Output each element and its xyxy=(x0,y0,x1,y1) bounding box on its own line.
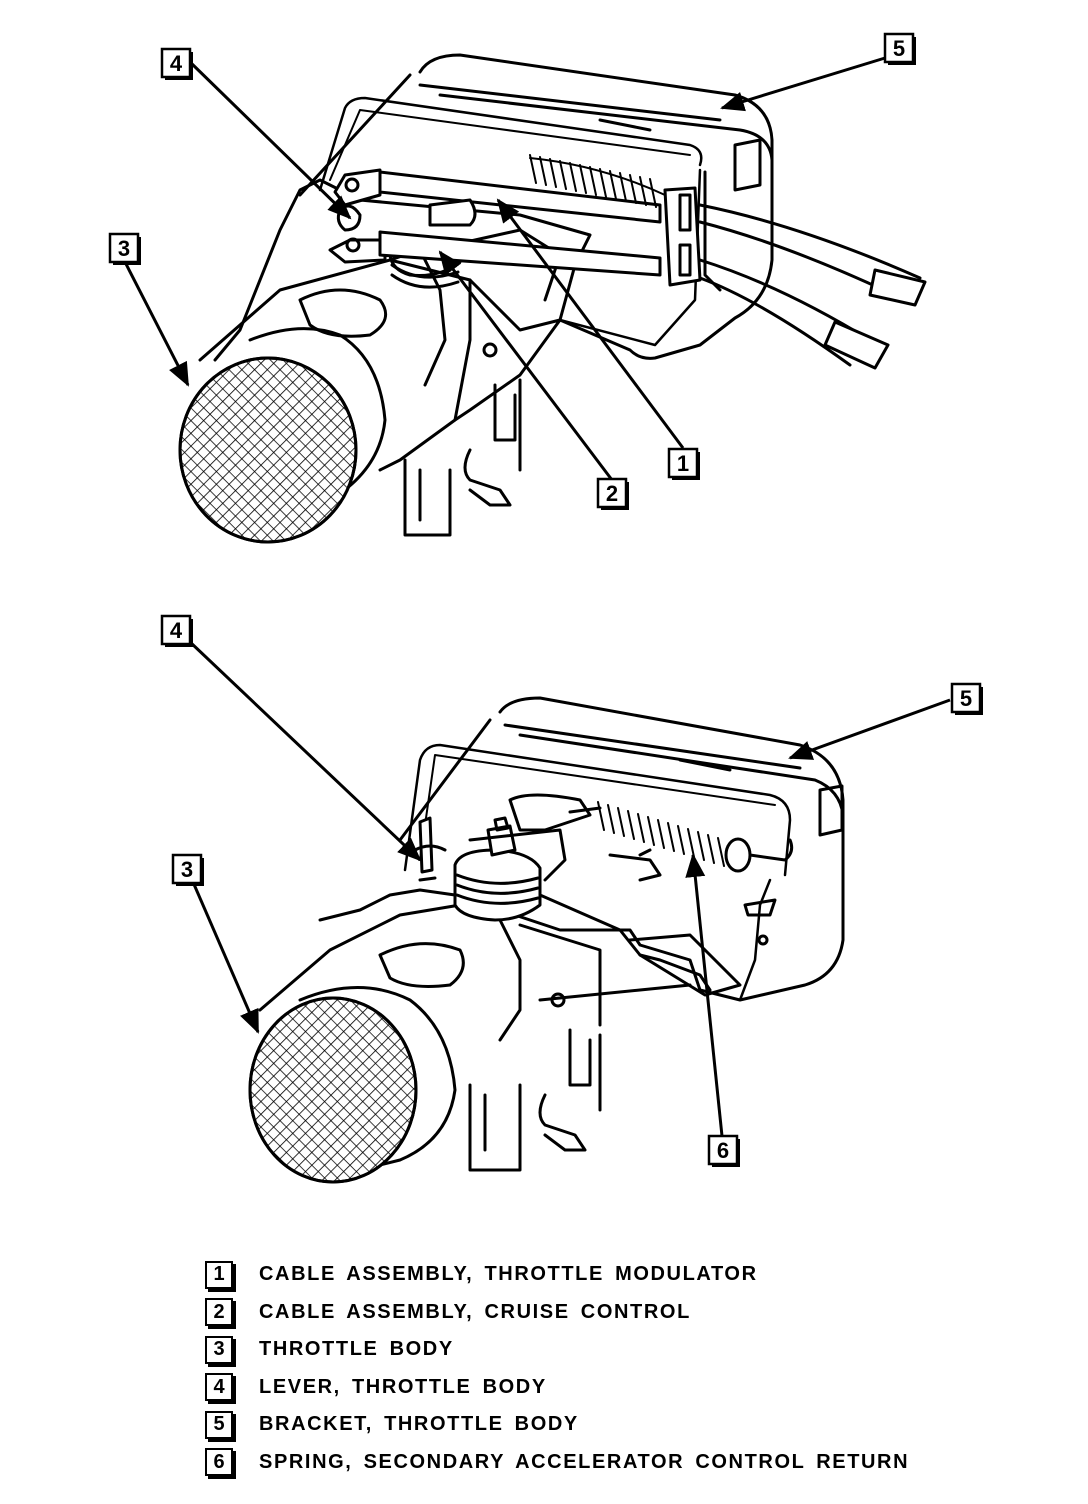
legend-label: CABLE ASSEMBLY, CRUISE CONTROL xyxy=(259,1300,691,1323)
bottom-leaders xyxy=(188,640,951,1137)
svg-text:4: 4 xyxy=(170,618,183,643)
legend-number: 2 xyxy=(205,1298,233,1327)
legend-number: 1 xyxy=(205,1260,233,1289)
legend-label: BRACKET, THROTTLE BODY xyxy=(259,1413,579,1436)
bottom-illustration xyxy=(248,696,845,1184)
legend-label: LEVER, THROTTLE BODY xyxy=(259,1375,547,1398)
top-callout-3: 3 xyxy=(108,232,141,265)
legend-number: 6 xyxy=(205,1448,233,1477)
legend-label: SPRING, SECONDARY ACCELERATOR CONTROL RE… xyxy=(259,1450,910,1473)
svg-text:4: 4 xyxy=(170,51,183,76)
legend-item-6: 6 SPRING, SECONDARY ACCELERATOR CONTROL … xyxy=(205,1444,1025,1482)
bottom-callout-5: 5 xyxy=(950,682,983,715)
bottom-callout-3: 3 xyxy=(171,853,204,886)
top-callout-2: 2 xyxy=(596,477,629,510)
svg-text:5: 5 xyxy=(893,36,905,61)
legend-number: 3 xyxy=(205,1335,233,1364)
legend-item-2: 2 CABLE ASSEMBLY, CRUISE CONTROL xyxy=(205,1294,1025,1332)
svg-text:3: 3 xyxy=(118,236,130,261)
svg-text:6: 6 xyxy=(717,1138,729,1163)
callout-boxes: 4 5 3 1 2 4 xyxy=(108,32,983,1167)
legend-number: 4 xyxy=(205,1373,233,1402)
svg-text:5: 5 xyxy=(960,686,972,711)
svg-text:2: 2 xyxy=(606,481,618,506)
top-callout-4: 4 xyxy=(160,47,193,80)
top-callout-5: 5 xyxy=(883,32,916,65)
legend-item-4: 4 LEVER, THROTTLE BODY xyxy=(205,1369,1025,1407)
svg-text:3: 3 xyxy=(181,857,193,882)
legend-number: 5 xyxy=(205,1410,233,1439)
legend: 1 CABLE ASSEMBLY, THROTTLE MODULATOR 2 C… xyxy=(205,1256,1025,1481)
legend-item-5: 5 BRACKET, THROTTLE BODY xyxy=(205,1406,1025,1444)
svg-text:1: 1 xyxy=(677,451,689,476)
legend-item-3: 3 THROTTLE BODY xyxy=(205,1331,1025,1369)
legend-label: THROTTLE BODY xyxy=(259,1338,454,1361)
bottom-spring xyxy=(597,801,725,867)
bottom-callout-6: 6 xyxy=(707,1134,740,1167)
top-spring xyxy=(529,154,657,208)
top-leaders xyxy=(123,56,886,481)
top-illustration xyxy=(178,53,927,544)
top-bracket-housing xyxy=(213,53,774,362)
legend-item-1: 1 CABLE ASSEMBLY, THROTTLE MODULATOR xyxy=(205,1256,1025,1294)
top-callout-1: 1 xyxy=(667,447,700,480)
legend-label: CABLE ASSEMBLY, THROTTLE MODULATOR xyxy=(259,1263,758,1286)
bottom-callout-4: 4 xyxy=(160,614,193,647)
